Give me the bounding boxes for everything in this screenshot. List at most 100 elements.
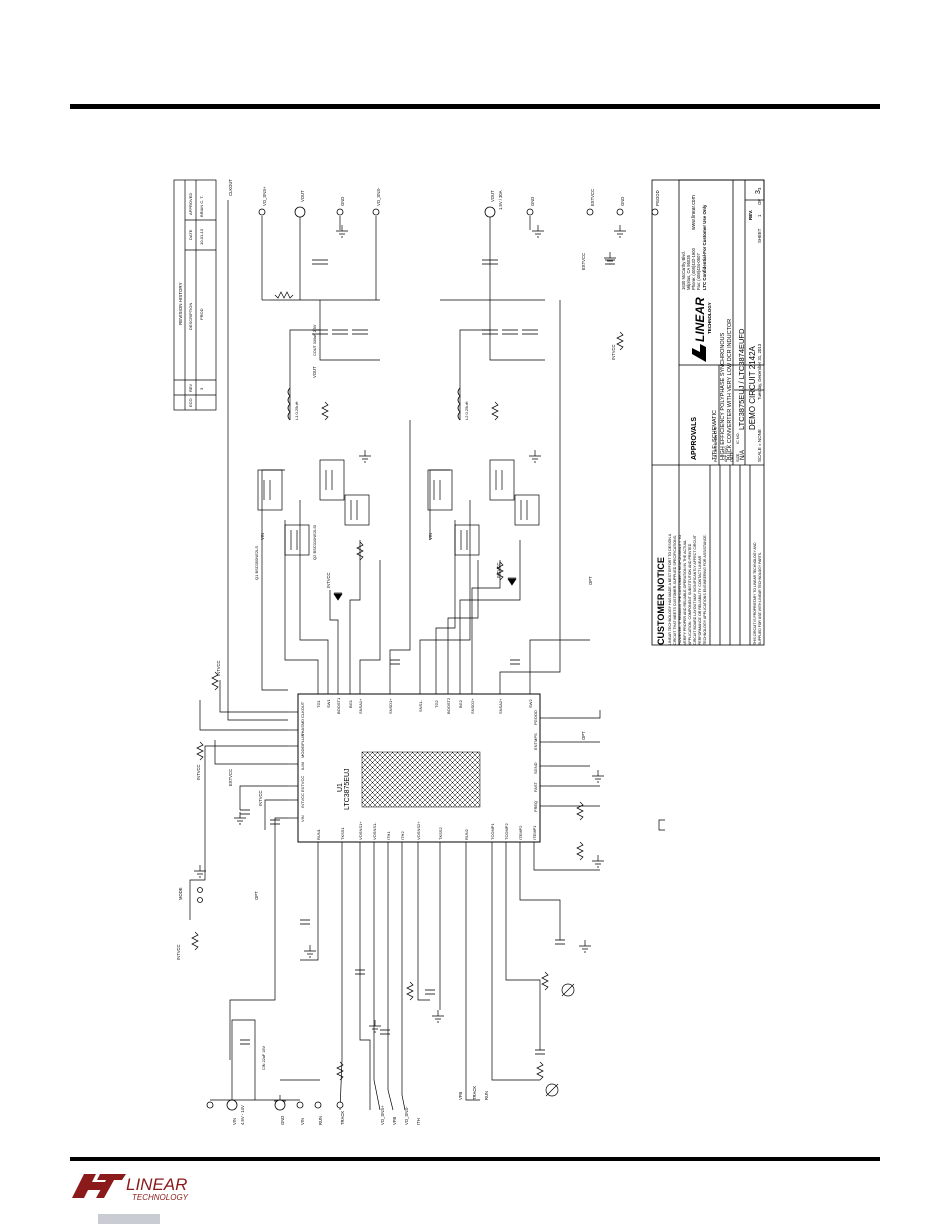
net-label-vin-in: VIN: [232, 1118, 237, 1125]
revision-history-table: [173, 179, 217, 411]
notice-line: VERIFY PROPER AND RELIABLE OPERATION IN …: [683, 540, 687, 645]
net-label-gnd-2: GND: [530, 197, 535, 206]
pin-label: SNSA2+: [498, 698, 503, 714]
pin-label: SW2: [528, 699, 533, 708]
pin-label: TG1: [316, 699, 321, 708]
logo-sub: TECHNOLOGY: [132, 1193, 189, 1202]
notice-line: LINEAR TECHNOLOGY HAS MADE A BEST EFFORT…: [668, 533, 672, 645]
pin-label: MODE/PLLIN: [300, 734, 305, 758]
pin-label: BG2: [458, 699, 463, 708]
title-line: BUCK CONVERTER WITH VERY LOW DCR INDUCTO…: [727, 319, 733, 460]
terminal-clk: [206, 1101, 214, 1109]
mosfet-group-2: [427, 459, 540, 556]
sheet-label: SHEET: [757, 228, 762, 243]
notice-line: PERFORMANCE OR RELIABILITY. CONTACT LINE…: [698, 555, 702, 645]
pin-label: FREQ: [533, 801, 538, 812]
pin-label: TKSS2: [438, 827, 443, 840]
logo-word: LINEAR: [126, 1175, 187, 1194]
title-block-logo-sub: TECHNOLOGY: [707, 302, 712, 334]
net-label-gnd-3: GND: [620, 197, 625, 206]
rev-col-desc: DESCRIPTION: [188, 303, 193, 330]
title-block: [651, 179, 765, 646]
net-label-track: TRACK: [340, 1111, 345, 1125]
of-label: OF: [757, 199, 762, 205]
rev-row-rev: 3: [199, 387, 204, 390]
pin-label: VOSNS1+: [358, 821, 363, 840]
inductor-l2-label: L2 0.25uH: [464, 401, 469, 420]
terminal-mode-jumper: [197, 887, 203, 893]
rev-col-rev: REV: [188, 383, 193, 392]
rev-col-eco: ECO: [188, 398, 193, 407]
ic-pin-labels: VIN INTVCC EXTVCC ILIM MODE/PLLIN PHASMD…: [300, 697, 538, 840]
rev-col-date: DATE: [188, 229, 193, 240]
inductor-l2: [457, 387, 461, 421]
pin-label: RUN2: [464, 828, 469, 840]
pin-label: RUN1: [316, 828, 321, 840]
net-label-gnd-1: GND: [340, 197, 345, 206]
sheet-value: 1: [757, 214, 762, 217]
pin-label: ITH1: [386, 831, 391, 840]
pin-label: BOOST2: [446, 697, 451, 714]
output-cap-bank-2: [482, 259, 538, 335]
net-label-intvcc-4: INTVCC: [216, 660, 221, 676]
net-label-intvcc-7: INTVCC: [176, 944, 181, 960]
pin-label: SGND: [533, 762, 538, 774]
net-label-vin-top-2: VIN: [428, 533, 433, 540]
net-label-opt-3: OPT: [254, 891, 259, 900]
pin-label: SW1: [326, 699, 331, 708]
pin-label: SNSD2+: [470, 698, 475, 714]
pin-label: ENTMPS: [533, 733, 538, 750]
net-label-opt-2: OPT: [588, 576, 593, 585]
resistors: [191, 291, 624, 1081]
pin-label: TG2: [434, 699, 439, 708]
net-label-ith: ITH: [416, 1118, 421, 1125]
net-label-run-2: RUN: [484, 1091, 489, 1100]
ltc-confidential: LTC Confidential-For Customer Use Only: [702, 204, 707, 290]
net-label-vin-sense: VIN: [300, 1118, 305, 1125]
terminal-mode-jumper-2: [197, 897, 203, 903]
net-label-vin-top-1: VIN: [260, 533, 265, 540]
net-label-run: RUN: [318, 1116, 323, 1125]
rev-col-approved: APPROVED: [188, 193, 193, 215]
notice-line: HOWEVER, IT REMAINS THE CUSTOMER'S RESPO…: [678, 535, 682, 645]
thermistors: [545, 983, 575, 1097]
pin-label: EXTVCC: [300, 776, 305, 792]
addr-line: Fax: (408)434-0507: [696, 253, 701, 290]
net-label-vfb-2: VFB: [458, 1092, 463, 1100]
terminal-vin-sense: [296, 1101, 304, 1109]
ground-symbols: [194, 225, 665, 1108]
mosfet-group-1: [257, 459, 370, 556]
diodes: [333, 577, 517, 601]
net-label-vout-2: VOUT: [490, 190, 495, 202]
top-rule: [70, 104, 880, 109]
pin-label: TCOMP1: [490, 823, 495, 840]
net-label-vout-top-1: VOUT: [312, 366, 317, 378]
pin-label: SNSA1+: [358, 698, 363, 714]
size-value: N/A: [740, 450, 746, 460]
rev-row-approved: BRIAN C. T.: [199, 196, 204, 218]
net-label-vo-sns-p-2: VO_SNS+: [380, 1105, 385, 1125]
ic-exposed-pad: [361, 751, 481, 808]
pin-label: SNSD1+: [388, 698, 393, 714]
pin-label: SNS1-: [418, 700, 423, 712]
terminal-pgood: [651, 208, 659, 216]
net-label-clkout: CLKOUT: [228, 179, 233, 196]
revision-header: REVISION HISTORY: [178, 282, 183, 325]
page-tab: [98, 1214, 160, 1224]
small-capacitors: [240, 259, 615, 1055]
terminal-run: [314, 1101, 322, 1109]
net-label-vfb: VFB: [392, 1117, 397, 1125]
terminal-vout-2: [484, 206, 496, 218]
ic-u1-part: LTC3875EUJ: [344, 768, 351, 810]
net-labels: VO_SNS+ VOUT GND VO_SNS- VOUT 1.5V / 30A…: [176, 179, 660, 1125]
mosfet-q1-label: Q1 BSC050NE2LS: [254, 546, 259, 580]
net-label-mode: MODE: [178, 887, 183, 900]
title-label: TITLE: SCHEMATIC: [712, 410, 718, 460]
rev-label: REV.: [748, 210, 753, 220]
inductor-l1-label: L1 0.25uH: [294, 401, 299, 420]
date-value: Tuesday, December 31, 2013: [757, 343, 762, 400]
notice-line: CIRCUIT THAT MEETS CUSTOMER-SUPPLIED SPE…: [673, 535, 677, 645]
size-label: SIZE: [736, 453, 740, 462]
terminal-extvcc: [586, 208, 594, 216]
